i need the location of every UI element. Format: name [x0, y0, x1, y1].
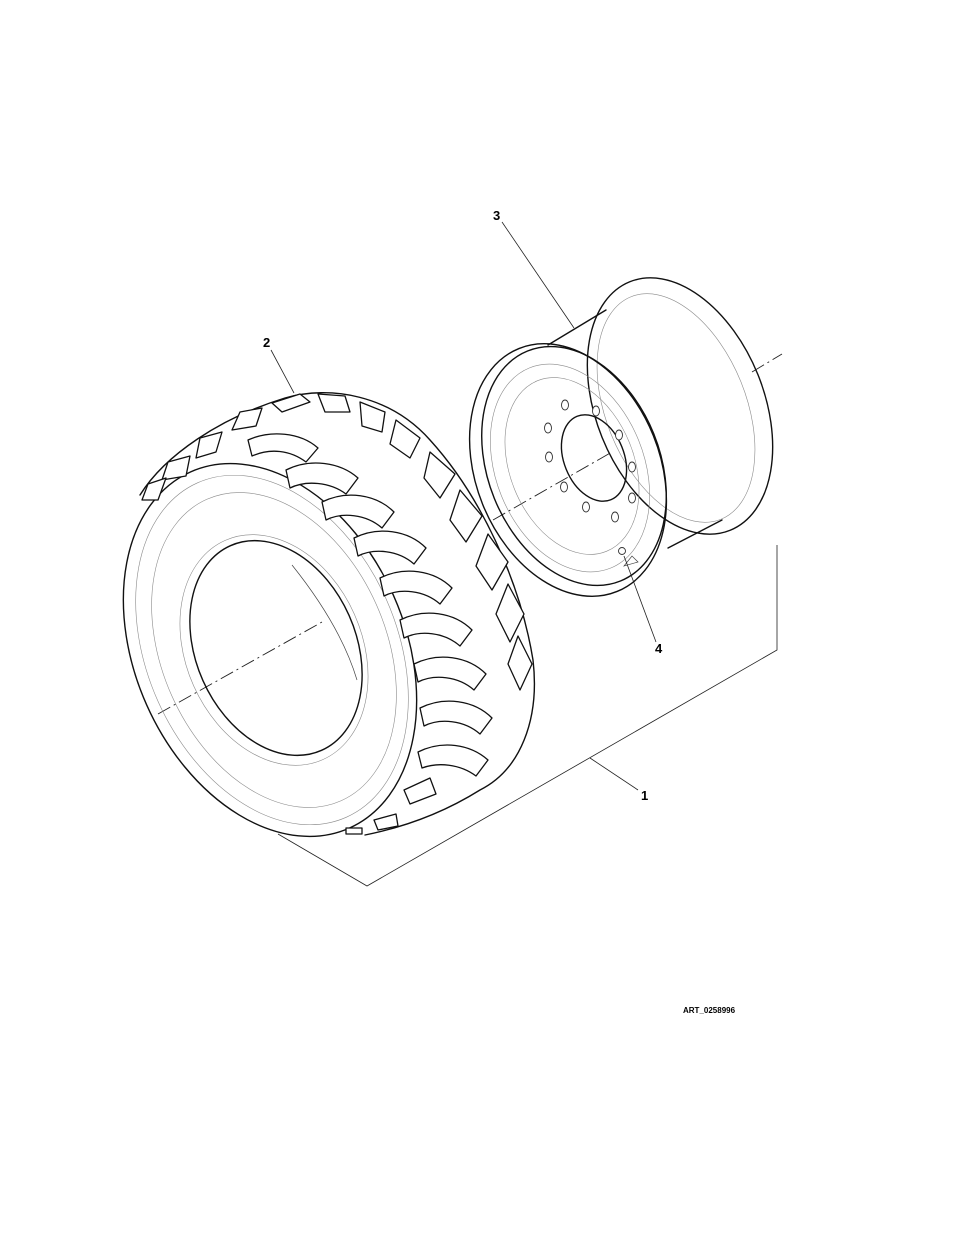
art-reference-id: ART_0258996 [683, 1006, 736, 1015]
callout-1: 1 [641, 788, 648, 803]
assembly-bracket-lines [278, 545, 777, 886]
tire-inner-edge [292, 565, 357, 680]
tire [67, 393, 534, 883]
callout-4: 4 [655, 641, 663, 656]
rim-centre-bore [549, 405, 638, 511]
callout-2: 2 [263, 335, 270, 350]
leader-2 [271, 350, 294, 393]
rim-back-flange [552, 250, 808, 561]
tire-tread-lugs [142, 394, 532, 834]
leader-3 [502, 222, 574, 328]
valve-stem [619, 548, 639, 567]
leader-1 [590, 758, 638, 790]
tire-sidewall-outer [67, 417, 472, 883]
callout-3: 3 [493, 208, 500, 223]
rim-disc-ring-2 [480, 357, 664, 574]
rim-bolt-holes [545, 400, 636, 522]
